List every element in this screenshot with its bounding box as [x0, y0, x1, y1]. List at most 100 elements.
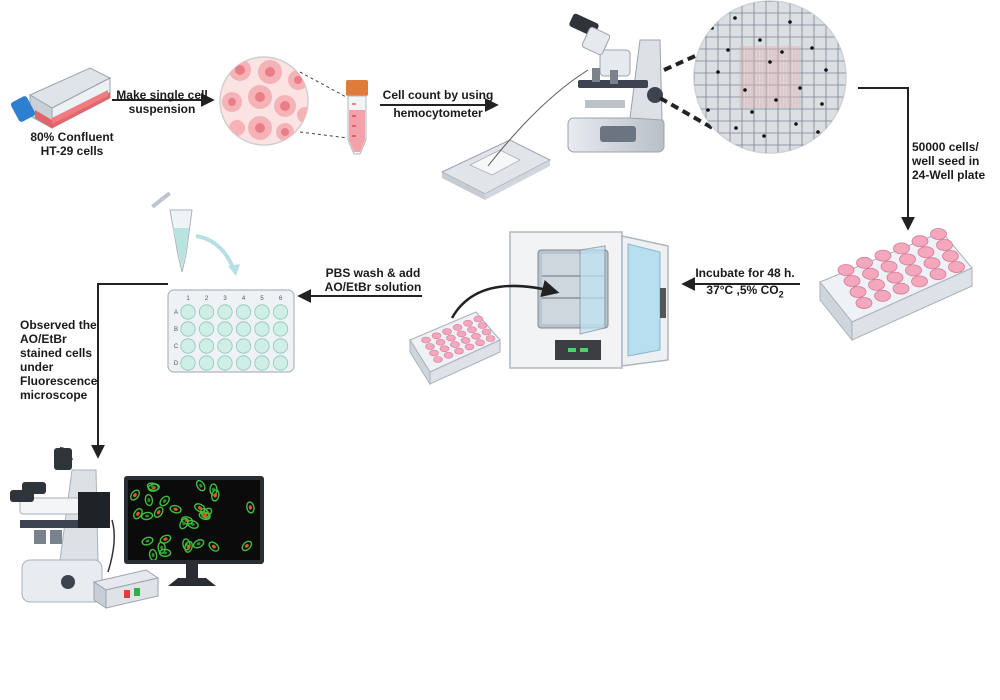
plate-well: [475, 339, 485, 347]
plate-well: [421, 336, 431, 344]
plate-well: [929, 268, 947, 281]
step7-line-1: Observed the: [20, 318, 97, 332]
plate-well: [874, 249, 892, 262]
plate-well: [874, 289, 891, 302]
plate-well: [485, 335, 496, 342]
cell-dot: [774, 98, 778, 102]
plate-well: [456, 330, 467, 338]
fluorescent-cell: [144, 493, 154, 507]
plate-column-label: 1: [186, 296, 190, 302]
fluorescent-cell: [208, 541, 220, 552]
plate-well: [272, 321, 289, 337]
plate-well: [843, 275, 861, 287]
step7-line-6: microscope: [20, 388, 88, 402]
fluorescent-cell: [141, 536, 154, 546]
grid-center-square: [740, 46, 800, 108]
plate-row-label: D: [174, 361, 179, 367]
cell-dot: [810, 46, 814, 50]
cell-dot: [750, 110, 754, 114]
fluorescent-cell: [140, 511, 154, 521]
plate-well: [450, 341, 460, 348]
cell-dot: [726, 48, 730, 52]
fluorescent-cell: [159, 534, 172, 544]
plate-column-label: 6: [279, 296, 283, 302]
fluorescent-cell: [159, 495, 170, 507]
step4-label: 50000 cells/ well seed in 24-Well plate: [912, 140, 998, 182]
plate-column-label: 5: [260, 296, 264, 302]
step3-line1: Cell count by using: [382, 88, 494, 102]
cell-dot: [798, 86, 802, 90]
plate-well: [180, 338, 196, 354]
fluorescent-cell: [153, 506, 164, 518]
pipette-tip-icon: [151, 191, 240, 276]
step3-line2: hemocytometer: [393, 106, 483, 120]
culture-flask-icon: [10, 67, 112, 129]
fluorescent-cell: [246, 501, 255, 514]
plate-well: [272, 355, 289, 371]
fluorescence-microscope-icon: [10, 447, 110, 603]
light-microscope-icon: [567, 13, 665, 153]
fluorescent-cell: [133, 508, 143, 520]
plate-well: [443, 351, 454, 359]
flow-arrows: [91, 87, 915, 459]
conical-tube-icon: [346, 80, 368, 155]
cell-dot: [762, 134, 766, 138]
step5-line2: 37°C ,5% CO2: [686, 283, 804, 299]
plate-well: [911, 235, 929, 248]
plate-well: [948, 261, 965, 273]
plate-well: [477, 322, 488, 329]
plate-well: [893, 242, 910, 255]
step5-line1: Incubate for 48 h.: [695, 266, 795, 280]
plate-well: [454, 347, 464, 355]
incubator-icon: [509, 231, 669, 369]
plate-well: [892, 282, 910, 295]
cell-suspension-zoom-icon: [219, 56, 349, 146]
step7-line-4: under: [20, 360, 54, 374]
plate-well: [254, 355, 270, 371]
step2-label: Make single cell suspension: [106, 88, 218, 116]
step4-line2: well seed in: [912, 154, 980, 168]
plate-well: [930, 228, 947, 240]
plate-well: [880, 260, 898, 273]
plate-well: [942, 250, 959, 262]
step1-line2: HT-29 cells: [40, 144, 104, 158]
cell-dot: [780, 50, 784, 54]
cell-dot: [734, 126, 738, 130]
step7-line-2: AO/EtBr: [20, 332, 67, 346]
plate-well: [463, 319, 473, 327]
cell-dot: [706, 108, 710, 112]
plate-well: [254, 338, 270, 354]
step7-line-3: stained cells: [20, 346, 93, 360]
fluorescence-monitor-icon: [124, 476, 264, 586]
plate-well: [936, 239, 953, 251]
step6-line1: PBS wash & add: [325, 266, 421, 280]
fluorescent-cell: [158, 548, 172, 558]
hemocytometer-grid-zoom-icon: [693, 0, 847, 154]
plate-well: [886, 271, 904, 284]
plate-well: [254, 321, 270, 337]
plate-well: [464, 343, 475, 351]
plate-well: [425, 343, 435, 350]
plate-well: [868, 278, 885, 291]
plate-well: [235, 355, 252, 371]
plate-well: [446, 334, 456, 342]
plate-well: [481, 328, 492, 336]
step6-line2: AO/EtBr solution: [324, 280, 422, 294]
cell-dot: [816, 130, 820, 134]
cell-dot: [733, 16, 737, 20]
plate-well: [235, 338, 252, 354]
step2-line1: Make single cell: [116, 88, 208, 102]
plate-well: [198, 355, 215, 371]
step2-line2: suspension: [128, 102, 196, 116]
fluorescent-cell: [169, 504, 182, 514]
plate-well: [923, 257, 941, 270]
plate-well: [467, 326, 477, 334]
cell-dot: [788, 20, 792, 24]
step1-label: 80% Confluent HT-29 cells: [22, 130, 122, 158]
plate-well: [855, 297, 873, 309]
plate-column-label: 2: [205, 296, 209, 302]
plate-well: [180, 321, 196, 337]
step4-line1: 50000 cells/: [912, 140, 979, 154]
fluorescent-cell: [192, 539, 205, 549]
